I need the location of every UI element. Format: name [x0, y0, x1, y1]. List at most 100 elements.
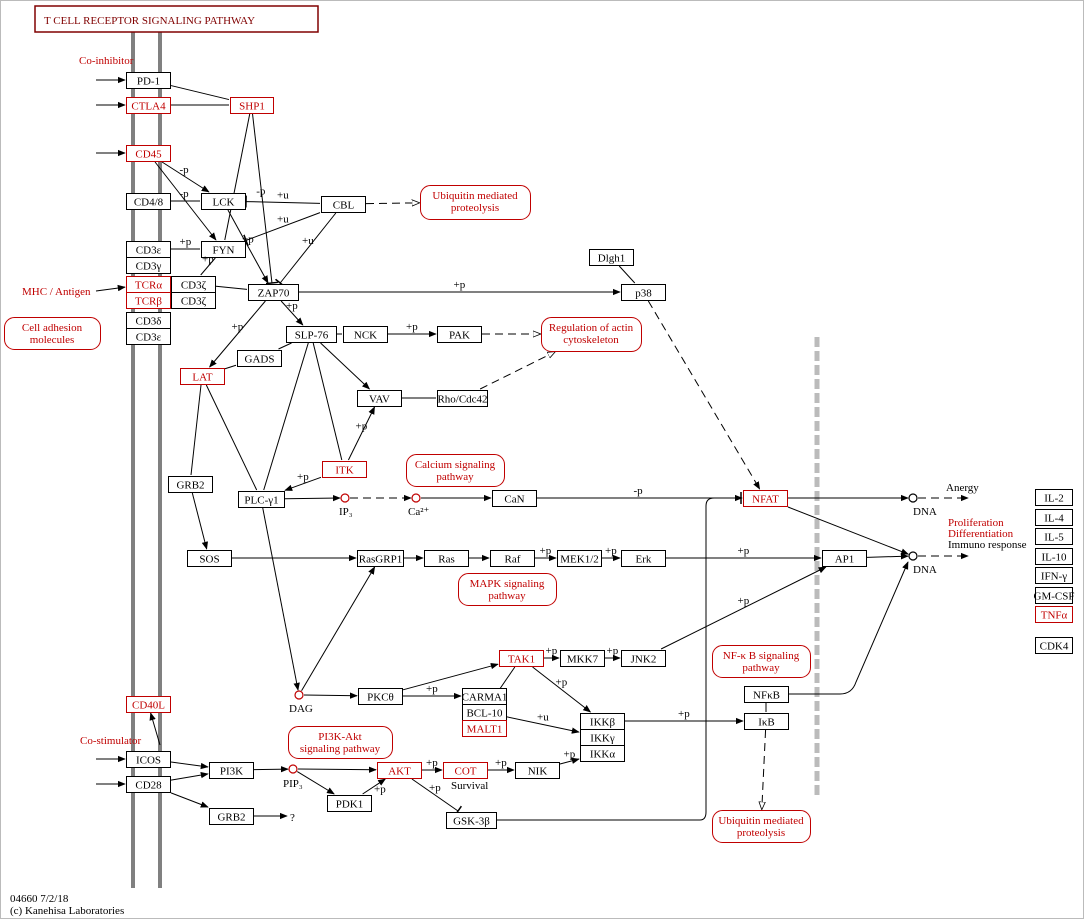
gene-node-cd45[interactable]: CD45 — [126, 145, 171, 162]
gene-node-shp1[interactable]: SHP1 — [230, 97, 274, 114]
gene-node-pak[interactable]: PAK — [437, 326, 482, 343]
gene-node-ifng[interactable]: IFN-γ — [1035, 567, 1073, 584]
gene-node-ap1[interactable]: AP1 — [822, 550, 867, 567]
gene-node-ikka[interactable]: IKKα — [580, 745, 625, 762]
gene-node-rasgrp1[interactable]: RasGRP1 — [357, 550, 404, 567]
gene-node-p38[interactable]: p38 — [621, 284, 666, 301]
gene-node-pd1[interactable]: PD-1 — [126, 72, 171, 89]
gene-label: ZAP70 — [258, 288, 290, 300]
gene-node-dlgh1[interactable]: Dlgh1 — [589, 249, 634, 266]
gene-node-rho[interactable]: Rho/Cdc42 — [437, 390, 488, 407]
gene-node-il4[interactable]: IL-4 — [1035, 509, 1073, 526]
gene-node-lat[interactable]: LAT — [180, 368, 225, 385]
gene-node-nfkb[interactable]: NFκB — [744, 686, 789, 703]
gene-label: CDK4 — [1040, 641, 1069, 653]
compound-ip3[interactable]: IP₃ — [339, 493, 353, 518]
gene-node-vav[interactable]: VAV — [357, 390, 402, 407]
gene-node-sos[interactable]: SOS — [187, 550, 232, 567]
gene-node-malt1[interactable]: MALT1 — [462, 720, 507, 737]
gene-node-mkk7[interactable]: MKK7 — [560, 650, 605, 667]
gene-node-ikkb[interactable]: IKKβ — [580, 713, 625, 730]
gene-node-nik[interactable]: NIK — [515, 762, 560, 779]
gene-label: GRB2 — [217, 812, 245, 824]
gene-node-cd28[interactable]: CD28 — [126, 776, 171, 793]
gene-node-ikb[interactable]: IκB — [744, 713, 789, 730]
gene-node-cd3z1[interactable]: CD3ζ — [171, 276, 216, 293]
gene-node-cd3d[interactable]: CD3δ — [126, 312, 171, 329]
gene-node-ikkg[interactable]: IKKγ — [580, 729, 625, 746]
gene-node-cdk4[interactable]: CDK4 — [1035, 637, 1073, 654]
gene-node-zap70[interactable]: ZAP70 — [248, 284, 299, 301]
gene-node-il2[interactable]: IL-2 — [1035, 489, 1073, 506]
gene-node-cd40l[interactable]: CD40L — [126, 696, 171, 713]
compound-ca[interactable]: Ca²⁺ — [408, 493, 430, 518]
gene-node-mek[interactable]: MEK1/2 — [557, 550, 602, 567]
edge-shp1-fyn — [224, 113, 251, 241]
edge-gsk3b-nfat — [496, 492, 742, 821]
gene-node-carma1[interactable]: CARMA1 — [462, 688, 508, 705]
gene-node-cd3z2[interactable]: CD3ζ — [171, 292, 216, 309]
gene-node-bcl10[interactable]: BCL-10 — [462, 704, 507, 721]
edge-cbl-lck — [245, 195, 321, 208]
gene-node-il5[interactable]: IL-5 — [1035, 528, 1073, 545]
gene-node-icos[interactable]: ICOS — [126, 751, 171, 768]
compound-dna1[interactable]: DNA — [908, 493, 937, 518]
gene-node-cd3e2[interactable]: CD3ε — [126, 328, 171, 345]
gene-node-tak1[interactable]: TAK1 — [499, 650, 544, 667]
gene-node-tcrb[interactable]: TCRβ — [126, 292, 171, 309]
gene-node-grb2b[interactable]: GRB2 — [209, 808, 254, 825]
gene-node-pi3k[interactable]: PI3K — [209, 762, 254, 779]
gene-node-grb2[interactable]: GRB2 — [168, 476, 213, 493]
gene-node-nck[interactable]: NCK — [343, 326, 388, 343]
gene-node-cd3e[interactable]: CD3ε — [126, 241, 171, 258]
compound-pip3[interactable]: PIP₃ — [283, 764, 303, 790]
gene-node-cbl[interactable]: CBL — [321, 196, 366, 213]
edge-cbl-zap70 — [274, 212, 337, 288]
gene-node-fyn[interactable]: FYN — [201, 241, 246, 258]
gene-node-cot[interactable]: COT — [443, 762, 488, 779]
gene-node-slp76[interactable]: SLP-76 — [286, 326, 337, 343]
gene-label: PD-1 — [137, 76, 160, 88]
gene-node-erk[interactable]: Erk — [621, 550, 666, 567]
gene-node-gads[interactable]: GADS — [237, 350, 282, 367]
gene-node-jnk2[interactable]: JNK2 — [621, 650, 666, 667]
gene-node-ras[interactable]: Ras — [424, 550, 469, 567]
gene-node-ctla4[interactable]: CTLA4 — [126, 97, 171, 114]
gene-node-gsk3b[interactable]: GSK-3β — [446, 812, 497, 829]
gene-node-cd3g[interactable]: CD3γ — [126, 257, 171, 274]
edge-pd1-shp1 — [170, 85, 230, 101]
gene-node-tnfa[interactable]: TNFα — [1035, 606, 1073, 623]
compound-dna2[interactable]: DNA — [908, 551, 937, 576]
gene-node-pdk1[interactable]: PDK1 — [327, 795, 372, 812]
gene-node-can[interactable]: CaN — [492, 490, 537, 507]
gene-node-pkct[interactable]: PKCθ — [358, 688, 403, 705]
gene-node-il10[interactable]: IL-10 — [1035, 548, 1073, 565]
edge-slp76-vav — [320, 342, 371, 390]
gene-node-itk[interactable]: ITK — [322, 461, 367, 478]
gene-node-nfat[interactable]: NFAT — [743, 490, 788, 507]
gene-node-raf[interactable]: Raf — [490, 550, 535, 567]
compound-circle-icon — [294, 690, 304, 700]
gene-node-cd48[interactable]: CD4/8 — [126, 193, 171, 210]
gene-label: TCRβ — [135, 296, 162, 308]
gene-node-plc[interactable]: PLC-γ1 — [238, 491, 285, 508]
edge-label: +p — [738, 595, 750, 607]
compound-dag[interactable]: DAG — [289, 690, 313, 715]
map-link-label: Cell adhesion — [22, 322, 83, 334]
edge-label: +p — [426, 683, 438, 695]
gene-node-lck[interactable]: LCK — [201, 193, 246, 210]
compound-label: DNA — [913, 506, 937, 518]
map-link-label: MAPK signaling — [470, 578, 545, 590]
gene-node-gmcsf[interactable]: GM-CSF — [1034, 587, 1075, 604]
gene-node-akt[interactable]: AKT — [377, 762, 422, 779]
gene-label: Raf — [505, 554, 521, 566]
gene-node-tcra[interactable]: TCRα — [126, 276, 171, 293]
